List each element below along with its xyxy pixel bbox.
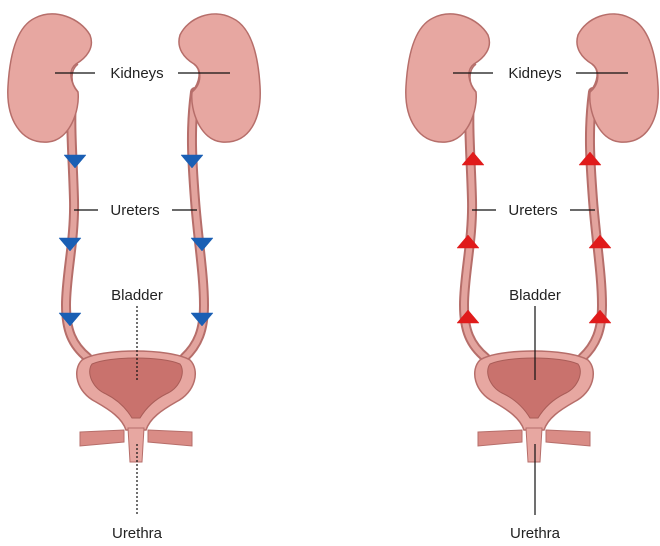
right-ureter-arrow-up-icon-1 [579, 152, 601, 165]
urethra [128, 428, 144, 462]
right-ureter-arrow-down-icon-3 [191, 313, 213, 326]
ureters-label: Ureters [110, 202, 159, 219]
reflux-flow-panel: Kidneys Ureters Bladder Urethra [406, 14, 658, 542]
urethra-label: Urethra [112, 525, 163, 542]
bladder-label: Bladder [111, 287, 163, 304]
left-kidney [406, 14, 490, 142]
urethra-label: Urethra [510, 525, 561, 542]
left-kidney [8, 14, 92, 142]
pelvic-floor-right [148, 430, 192, 446]
normal-flow-panel: Kidneys Ureters Bladder Urethra [8, 14, 260, 542]
bladder-inner [488, 358, 581, 418]
pelvic-floor-right [546, 430, 590, 446]
kidneys-label: Kidneys [508, 65, 561, 82]
right-ureter-arrow-down-icon-1 [181, 155, 203, 168]
bladder-inner [90, 358, 183, 418]
pelvic-floor [478, 430, 522, 446]
left-ureter-arrow-down-icon-1 [64, 155, 86, 168]
bladder-label: Bladder [509, 287, 561, 304]
left-ureter-arrow-up-icon-2 [457, 235, 479, 248]
ureters-label: Ureters [508, 202, 557, 219]
pelvic-floor [80, 430, 124, 446]
right-ureter-arrow-up-icon-3 [589, 310, 611, 323]
left-ureter-arrow-down-icon-2 [59, 238, 81, 251]
urethra [526, 428, 542, 462]
kidneys-label: Kidneys [110, 65, 163, 82]
right-ureter-arrow-down-icon-2 [191, 238, 213, 251]
